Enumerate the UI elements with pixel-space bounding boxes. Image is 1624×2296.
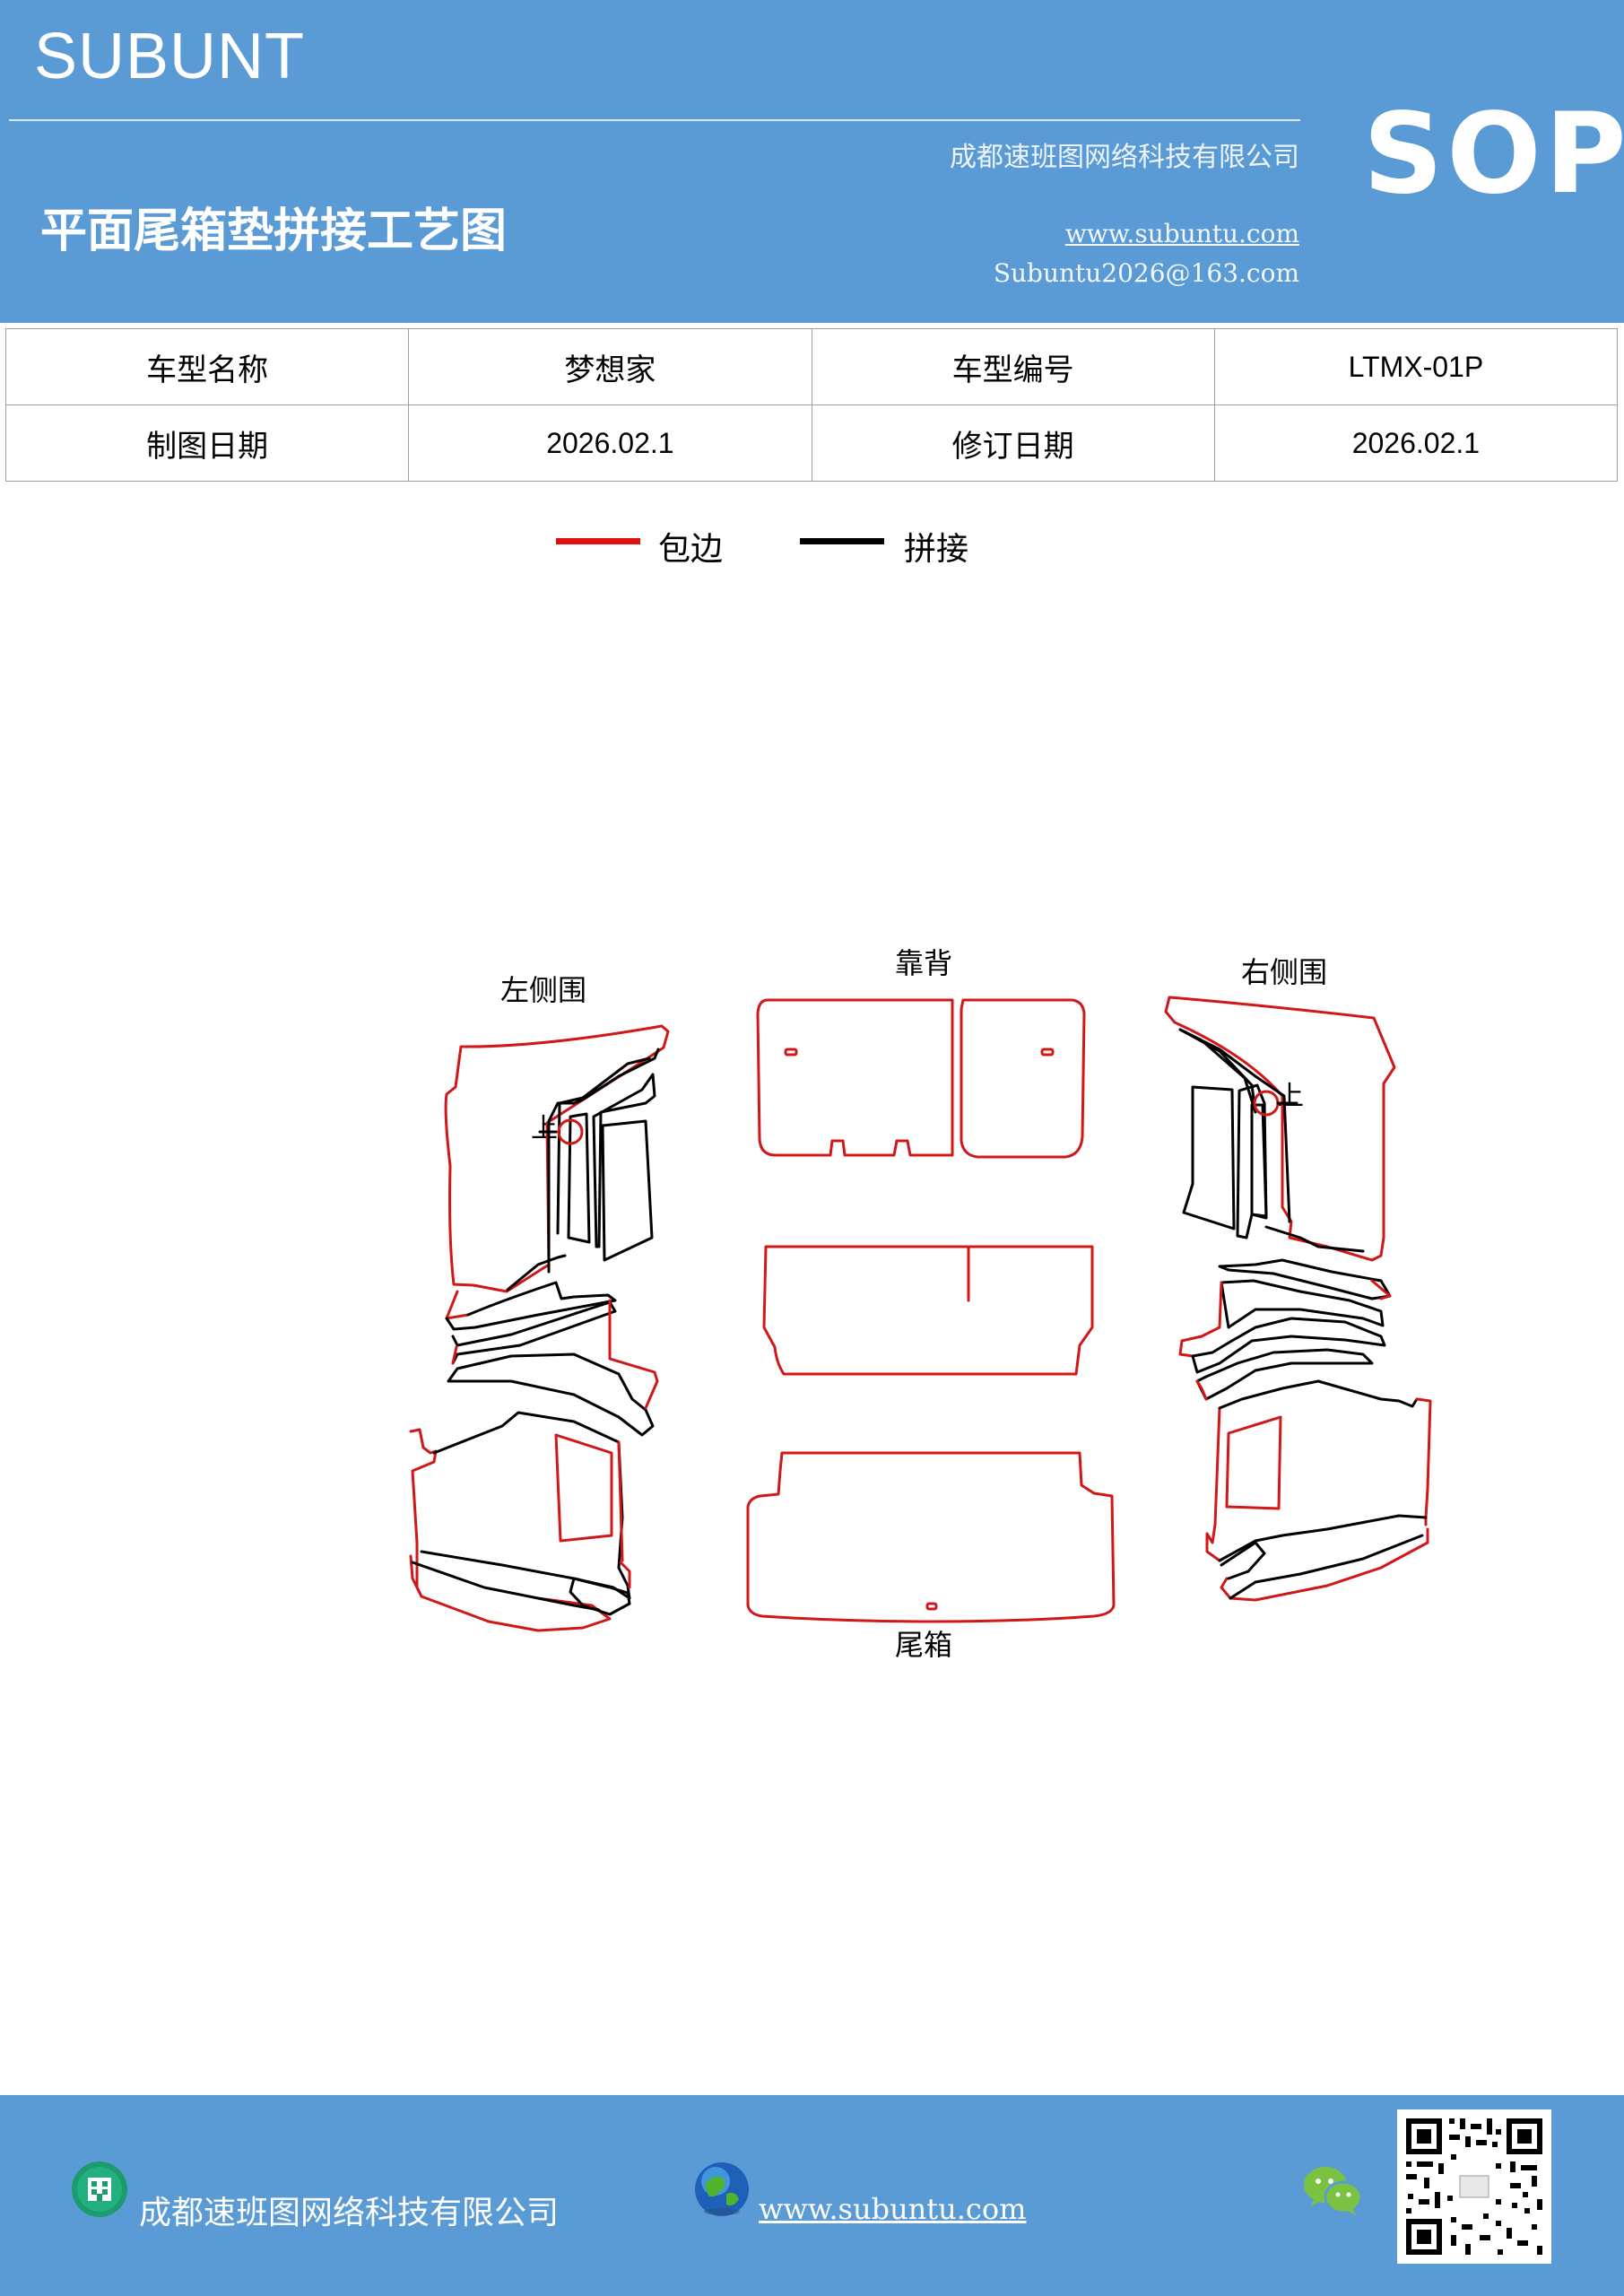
left-side-middle-strips	[445, 1281, 659, 1437]
wechat-icon	[1304, 2167, 1363, 2215]
email-address[interactable]: Subuntu2026@163.com	[993, 258, 1299, 288]
label-left-side: 左侧围	[500, 973, 586, 1007]
table-cell: 车型名称	[4, 328, 410, 405]
right-side-lower-panel	[1205, 1379, 1432, 1602]
legend-label-edging: 包边	[658, 531, 724, 568]
table-cell: 梦想家	[408, 328, 812, 405]
sop-label: SOP	[1363, 90, 1624, 219]
company-name: 成都速班图网络科技有限公司	[950, 142, 1299, 173]
table-cell: 修订日期	[811, 404, 1215, 482]
trunk-floor-piece	[746, 1451, 1116, 1623]
header-banner: SUBUNT SOP 平面尾箱垫拼接工艺图 成都速班图网络科技有限公司 www.…	[0, 0, 1624, 323]
building-icon	[72, 2161, 127, 2217]
header-divider	[9, 119, 1300, 121]
table-cell: 2026.02.1	[1213, 404, 1619, 482]
label-trunk: 尾箱	[895, 1628, 952, 1662]
footer-company-name: 成都速班图网络科技有限公司	[139, 2195, 560, 2231]
legend-label-splice: 拼接	[904, 531, 969, 568]
table-row: 制图日期 2026.02.1 修订日期 2026.02.1	[4, 404, 1619, 482]
legend-red-swatch	[556, 538, 640, 544]
globe-icon	[695, 2162, 749, 2216]
backrest-pieces	[756, 998, 1086, 1159]
table-row: 车型名称 梦想家 车型编号 LTMX-01P	[4, 328, 1619, 405]
table-cell: 2026.02.1	[408, 404, 812, 482]
legend-black-swatch	[800, 538, 884, 544]
table-cell: 车型编号	[811, 328, 1215, 405]
footer-website-link[interactable]: www.subuntu.com	[759, 2192, 1027, 2226]
right-side-panel	[1164, 996, 1396, 1262]
document-title: 平面尾箱垫拼接工艺图	[40, 204, 508, 258]
qr-code	[1397, 2109, 1551, 2264]
label-right-side: 右侧围	[1241, 955, 1327, 989]
table-cell: LTMX-01P	[1213, 328, 1619, 405]
vehicle-info-table: 车型名称 梦想家 车型编号 LTMX-01P 制图日期 2026.02.1 修订…	[4, 328, 1619, 482]
left-side-panel	[444, 1024, 670, 1293]
label-back: 靠背	[895, 946, 952, 980]
table-cell: 制图日期	[4, 404, 410, 482]
seat-pieces	[762, 1245, 1094, 1376]
left-side-lower-panel	[409, 1411, 631, 1632]
legend: 包边 拼接	[0, 525, 1624, 570]
website-link[interactable]: www.subuntu.com	[1064, 219, 1299, 248]
right-side-middle-strips	[1178, 1258, 1392, 1401]
brand-name: SUBUNT	[34, 21, 306, 92]
